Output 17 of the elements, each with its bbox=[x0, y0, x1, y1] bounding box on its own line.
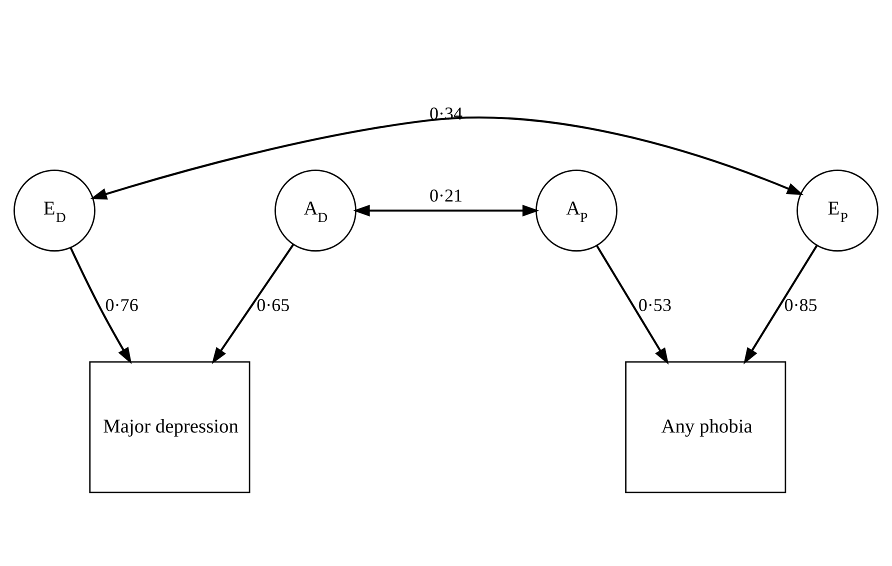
arrow bbox=[90, 116, 804, 200]
node-circle: E$_{P}$ bbox=[796, 169, 878, 252]
arrow bbox=[596, 244, 669, 364]
node-box: Major depression bbox=[89, 360, 250, 493]
node-circle: A$_{D}$ bbox=[274, 169, 356, 252]
edge-label: 0·21 bbox=[429, 184, 463, 205]
arrow bbox=[212, 243, 294, 364]
arrow bbox=[353, 204, 540, 216]
edge-label: 0·53 bbox=[638, 294, 672, 315]
arrow bbox=[744, 244, 818, 364]
arrow bbox=[70, 246, 132, 364]
node-box: Any phobia bbox=[625, 360, 786, 493]
edge-label: 0·76 bbox=[105, 294, 138, 315]
edge-label: 0·85 bbox=[784, 294, 818, 315]
edge-label: 0·65 bbox=[256, 294, 290, 315]
node-circle: E$_{D}$ bbox=[14, 169, 96, 252]
node-circle: A$_{P}$ bbox=[536, 169, 618, 252]
